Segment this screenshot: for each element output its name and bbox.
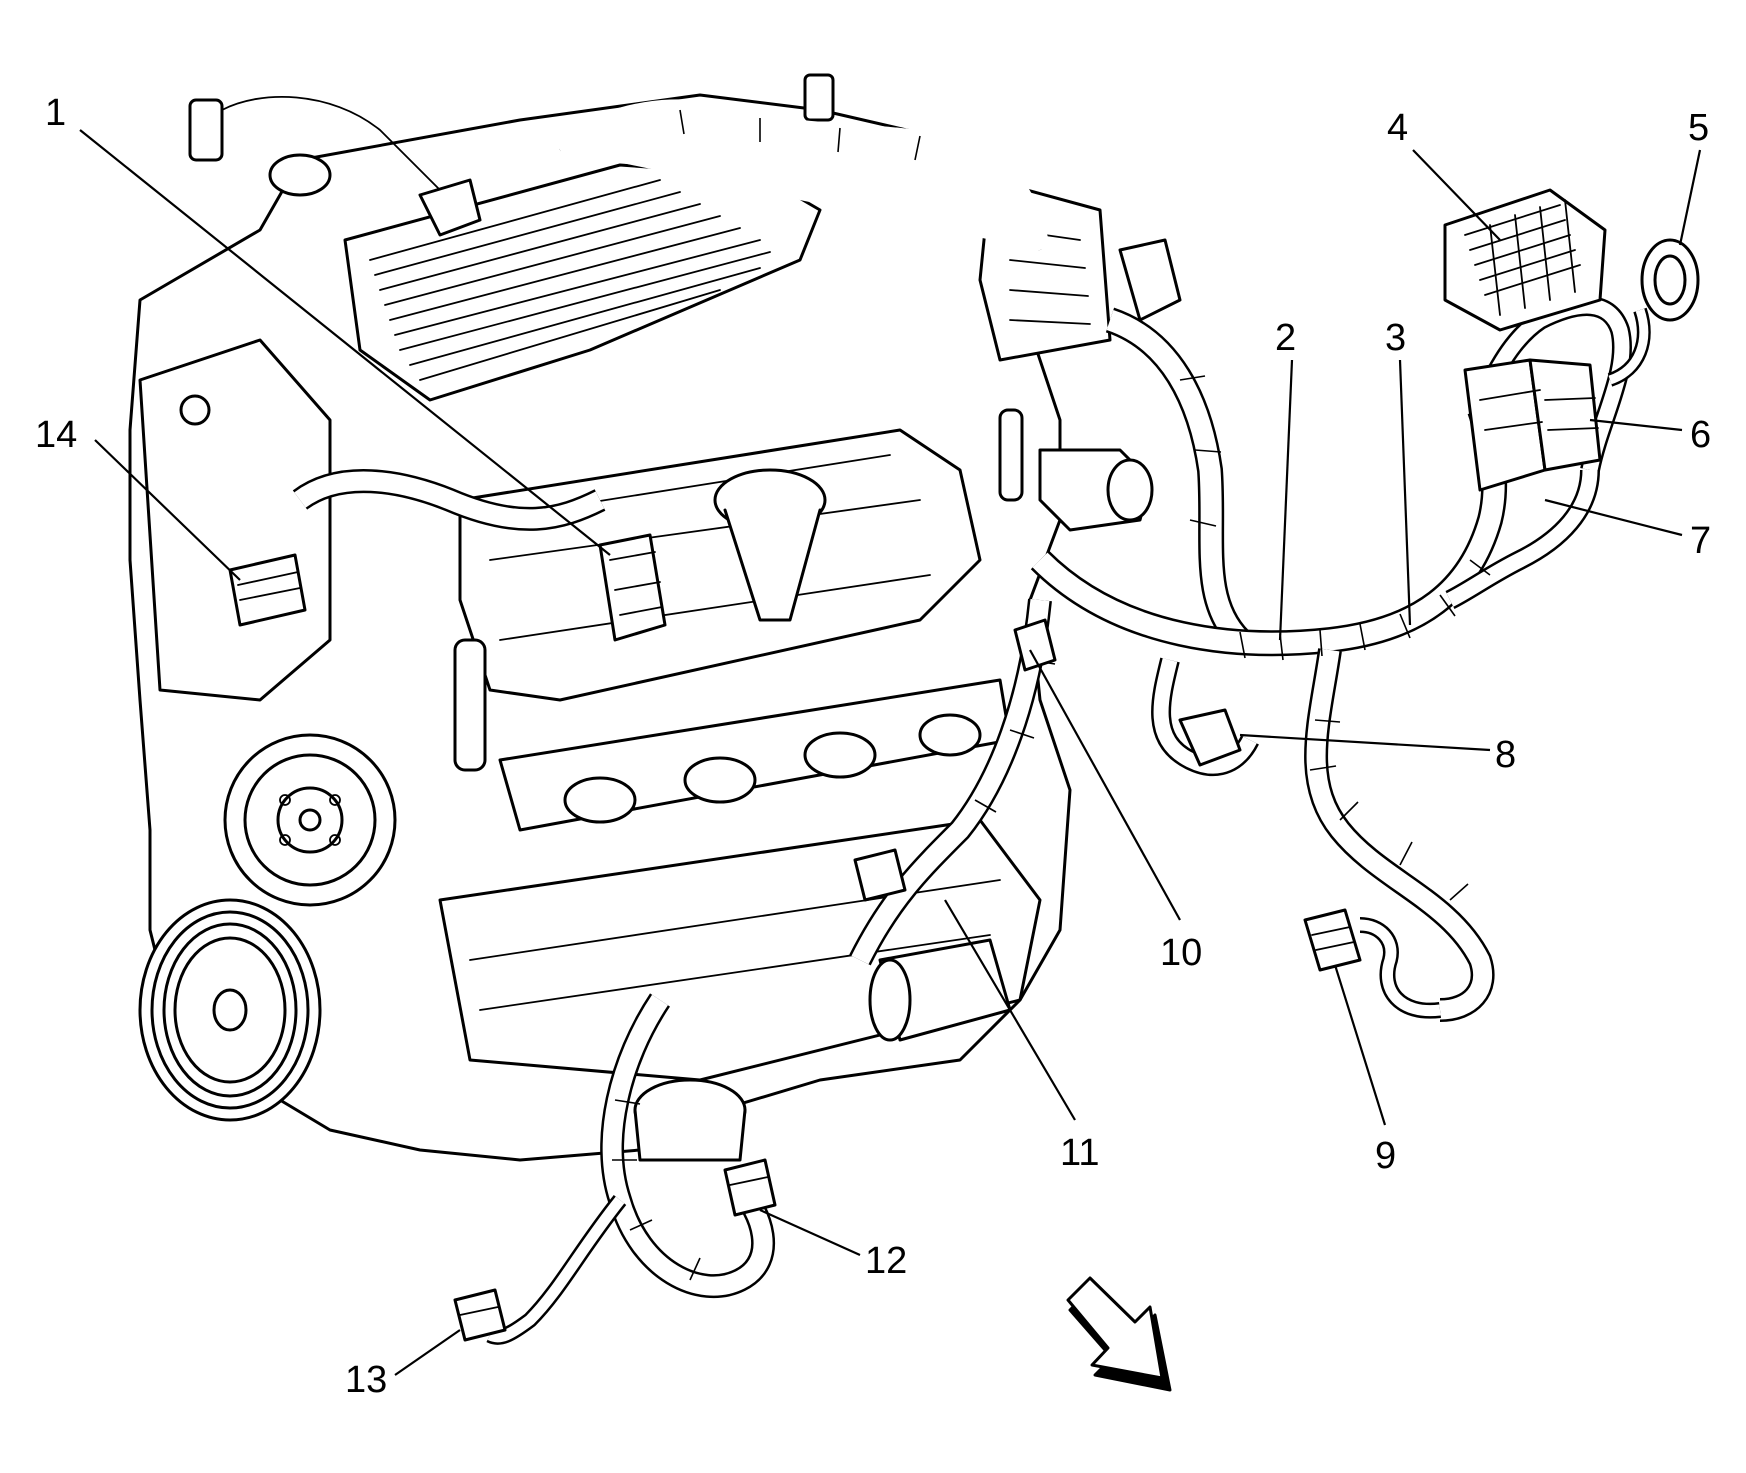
callout-3: 3 bbox=[1385, 317, 1406, 359]
callout-11: 11 bbox=[1060, 1132, 1099, 1174]
harness-loop-inner bbox=[1446, 469, 1598, 607]
leader-2 bbox=[1278, 359, 1294, 641]
top-left-connector bbox=[188, 98, 224, 162]
harness-top-inner bbox=[553, 99, 1051, 253]
harness-trunk-inner bbox=[1032, 406, 1505, 654]
harness-down-inner bbox=[851, 599, 1050, 965]
harness-tail-13-inner bbox=[487, 1196, 625, 1343]
leader-9 bbox=[1333, 964, 1387, 1126]
leader-lines bbox=[79, 129, 1702, 1376]
leader-11 bbox=[944, 899, 1076, 1121]
oil-filler-neck bbox=[723, 508, 822, 622]
intake-ribs bbox=[369, 179, 771, 381]
connectors bbox=[228, 188, 1700, 1342]
top-sensor-body bbox=[418, 178, 482, 237]
connector-9 bbox=[1303, 908, 1362, 972]
leader-13 bbox=[394, 1329, 461, 1376]
harness-left-inner bbox=[294, 471, 605, 529]
leader-6 bbox=[1589, 418, 1683, 432]
callout-4: 4 bbox=[1387, 107, 1408, 149]
ignition-post-1 bbox=[453, 638, 487, 772]
connector-14 bbox=[228, 553, 307, 627]
starter-end bbox=[868, 958, 912, 1042]
leader-7 bbox=[1544, 498, 1683, 537]
leader-12 bbox=[759, 1208, 861, 1257]
front-direction-arrow-icon bbox=[1066, 1276, 1172, 1392]
engine-illustration bbox=[128, 73, 1182, 1162]
harness-branch-8-inner bbox=[1153, 658, 1257, 774]
callout-14: 14 bbox=[35, 414, 77, 456]
top-center-connector bbox=[803, 73, 835, 122]
oil-filter-body bbox=[633, 1108, 747, 1162]
callout-7: 7 bbox=[1690, 520, 1711, 562]
connector-10 bbox=[1013, 618, 1057, 672]
top-left-wire bbox=[221, 95, 441, 191]
leader-3 bbox=[1398, 359, 1412, 626]
callout-1: 1 bbox=[45, 92, 66, 134]
harness-branch-9-inner bbox=[1306, 648, 1493, 1020]
connector-11 bbox=[853, 848, 907, 902]
exhaust-ports bbox=[563, 713, 982, 824]
ignition-post-2 bbox=[998, 408, 1024, 502]
connector-8 bbox=[1178, 708, 1242, 767]
leader-5 bbox=[1678, 149, 1702, 246]
connector-6-7 bbox=[1463, 358, 1602, 492]
timing-cover-bolt bbox=[179, 394, 211, 426]
callout-6: 6 bbox=[1690, 414, 1711, 456]
harness-tail-9-inner bbox=[1359, 919, 1441, 1017]
leader-8 bbox=[1239, 733, 1491, 752]
callout-8: 8 bbox=[1495, 734, 1516, 776]
leader-4 bbox=[1412, 149, 1501, 241]
timing-cover bbox=[138, 338, 332, 702]
wiring-harness bbox=[292, 99, 1651, 1345]
leader-14 bbox=[94, 439, 241, 581]
harness-branch-45-inner bbox=[1472, 298, 1630, 472]
harness-right-inner bbox=[1106, 310, 1248, 648]
callout-13: 13 bbox=[345, 1359, 387, 1401]
callout-2: 2 bbox=[1275, 317, 1296, 359]
harness-bottom-inner bbox=[602, 994, 773, 1296]
callout-9: 9 bbox=[1375, 1135, 1396, 1177]
callout-numbers: 1 2 3 4 5 6 7 8 9 10 11 12 13 14 bbox=[35, 92, 1711, 1401]
balancer-pulley bbox=[223, 733, 397, 907]
leader-10 bbox=[1029, 649, 1181, 921]
callout-10: 10 bbox=[1160, 932, 1202, 974]
top-sensor-bulb bbox=[268, 153, 332, 197]
connector-12 bbox=[723, 1158, 777, 1217]
callout-12: 12 bbox=[865, 1240, 907, 1282]
upper-right-connector bbox=[1118, 238, 1182, 322]
harness-branch-5-inner bbox=[1608, 308, 1649, 385]
callout-5: 5 bbox=[1688, 107, 1709, 149]
lower-pulley bbox=[138, 898, 322, 1122]
leader-1 bbox=[79, 129, 611, 556]
connector-5 bbox=[1640, 238, 1700, 322]
thermostat-outlet bbox=[1106, 458, 1154, 522]
connector-13 bbox=[453, 1288, 507, 1342]
